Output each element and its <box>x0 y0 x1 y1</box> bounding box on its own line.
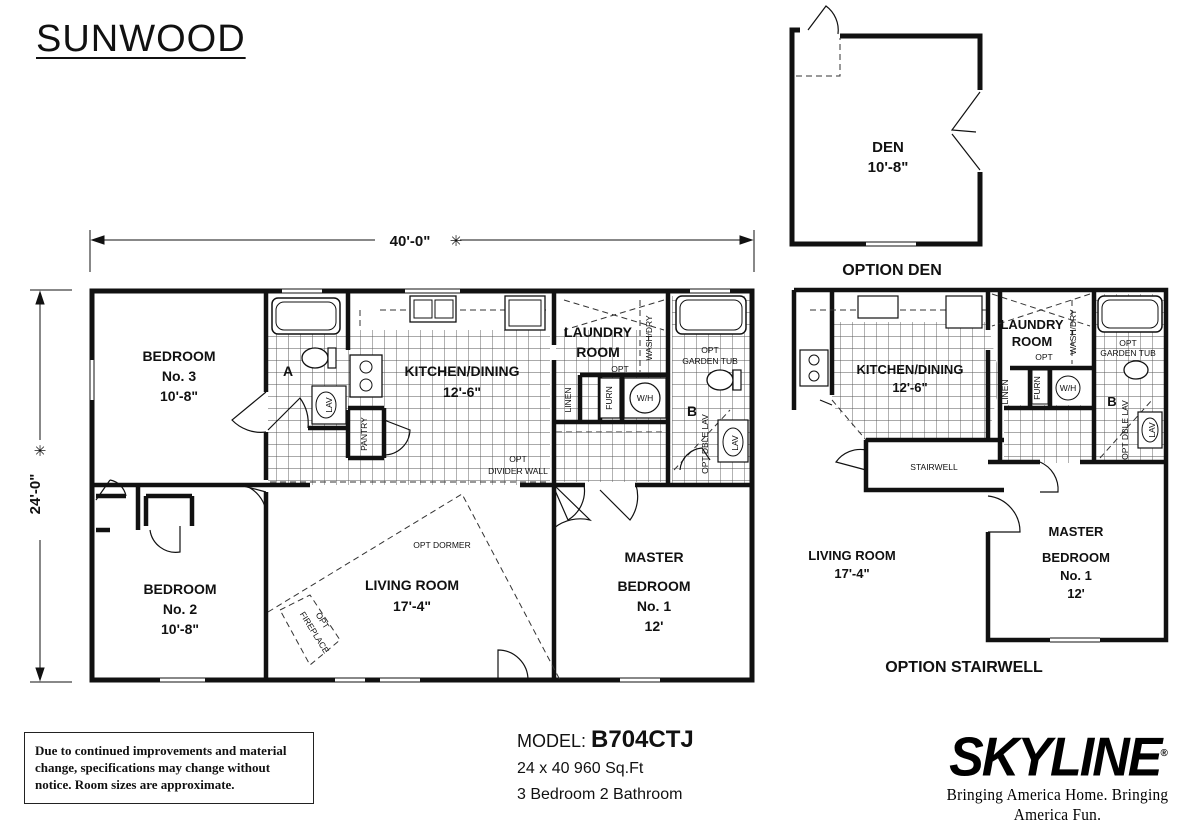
stair-garden-tub: GARDEN TUB <box>1100 348 1156 358</box>
stair-wh: W/H <box>1060 383 1077 393</box>
den-size: 10'-8" <box>868 159 909 176</box>
pantry-label: PANTRY <box>359 417 369 451</box>
stair-kitchen-name: KITCHEN/DINING <box>857 362 964 377</box>
kitchen-size: 12'-6" <box>443 384 481 400</box>
bedroom2-no: No. 2 <box>163 601 197 617</box>
bedroom2-name: BEDROOM <box>143 581 216 597</box>
stair-master-no: No. 1 <box>1060 568 1092 583</box>
bath-b-label: B <box>687 403 697 419</box>
option-den: DEN 10'-8" OPTION DEN <box>789 5 984 279</box>
toilet-a <box>301 347 329 369</box>
disclaimer-box: Due to continued improvements and materi… <box>24 732 314 804</box>
bedroom3-size: 10'-8" <box>160 388 198 404</box>
bedroom2-size: 10'-8" <box>161 621 199 637</box>
model-info: MODEL: B704CTJ 24 x 40 960 Sq.Ft 3 Bedro… <box>517 726 694 804</box>
garden-tub-label: GARDEN TUB <box>682 356 738 366</box>
bedroom3-no: No. 3 <box>162 368 196 384</box>
stair-furn: FURN <box>1032 376 1042 400</box>
laundry-name2: ROOM <box>576 344 620 360</box>
hall-tile <box>556 424 666 482</box>
divider-wall-label: DIVIDER WALL <box>488 466 548 476</box>
furn-label: FURN <box>604 386 614 410</box>
master-no: No. 1 <box>637 598 671 614</box>
stair-bath-b: B <box>1107 394 1116 409</box>
model-code: B704CTJ <box>591 726 694 753</box>
lav-a: LAV <box>324 397 334 413</box>
option-den-label: OPTION DEN <box>842 262 942 279</box>
laundry-name1: LAUNDRY <box>564 324 633 340</box>
bath-a-label: A <box>283 363 293 379</box>
width-star: ✳ <box>450 233 463 250</box>
den-name: DEN <box>872 139 904 156</box>
wh-label: W/H <box>637 393 654 403</box>
bedroom3-name: BEDROOM <box>142 348 215 364</box>
living-name: LIVING ROOM <box>365 577 459 593</box>
option-stairwell-label: OPTION STAIRWELL <box>885 659 1043 676</box>
stair-furn-opt: OPT <box>1035 352 1052 362</box>
stair-tub-opt: OPT <box>1119 338 1136 348</box>
living-size: 17'-4" <box>393 598 431 614</box>
master-name1: MASTER <box>624 549 683 565</box>
brand-block: SKYLINE® Bringing America Home. Bringing… <box>930 728 1185 825</box>
model-size: 24 x 40 960 Sq.Ft <box>517 760 644 777</box>
dormer-label: OPT DORMER <box>413 540 470 550</box>
depth-dimension: 24'-0" <box>27 474 44 515</box>
divider-opt-label: OPT <box>509 454 526 464</box>
wash-dry-label: WASH/DRY <box>644 315 654 361</box>
tub-a <box>271 297 341 335</box>
skyline-logo: SKYLINE® <box>949 726 1168 788</box>
tub-b <box>675 295 747 335</box>
model-rooms: 3 Bedroom 2 Bathroom <box>517 786 683 803</box>
linen-label: LINEN <box>563 387 573 412</box>
lav-b: LAV <box>730 435 740 451</box>
depth-star: ✳ <box>34 443 47 460</box>
model-label: MODEL: <box>517 731 587 751</box>
stair-master-name2: BEDROOM <box>1042 550 1110 565</box>
stair-dble-lav: OPT DBLE LAV <box>1120 400 1130 460</box>
dble-lav-label: OPT DBLE LAV <box>700 414 710 474</box>
furn-opt-label: OPT <box>611 364 628 374</box>
stair-laundry-name1: LAUNDRY <box>1000 317 1063 332</box>
kitchen-name: KITCHEN/DINING <box>404 363 519 379</box>
stair-master-size: 12' <box>1067 586 1085 601</box>
stair-living-size: 17'-4" <box>834 566 869 581</box>
width-dimension: 40'-0" <box>390 233 431 250</box>
stair-living-name: LIVING ROOM <box>808 548 895 563</box>
option-stairwell: KITCHEN/DINING 12'-6" LAUNDRY ROOM LIVIN… <box>791 287 1169 676</box>
stairwell-label: STAIRWELL <box>910 462 958 472</box>
stair-linen: LINEN <box>1000 379 1010 404</box>
main-plan: BEDROOM No. 3 10'-8" BEDROOM No. 2 10'-8… <box>27 230 755 683</box>
stair-wash-dry: WASH/DRY <box>1068 309 1078 355</box>
stair-laundry-name2: ROOM <box>1012 334 1052 349</box>
plan-title: SUNWOOD <box>36 18 246 60</box>
stair-lav: LAV <box>1147 422 1157 438</box>
tub-opt-label: OPT <box>701 345 718 355</box>
toilet-b <box>706 369 734 391</box>
master-name2: BEDROOM <box>617 578 690 594</box>
brand-tagline: Bringing America Home. Bringing America … <box>946 785 1169 825</box>
stair-kitchen-size: 12'-6" <box>892 380 927 395</box>
stair-master-name1: MASTER <box>1049 524 1105 539</box>
master-size: 12' <box>645 618 664 634</box>
